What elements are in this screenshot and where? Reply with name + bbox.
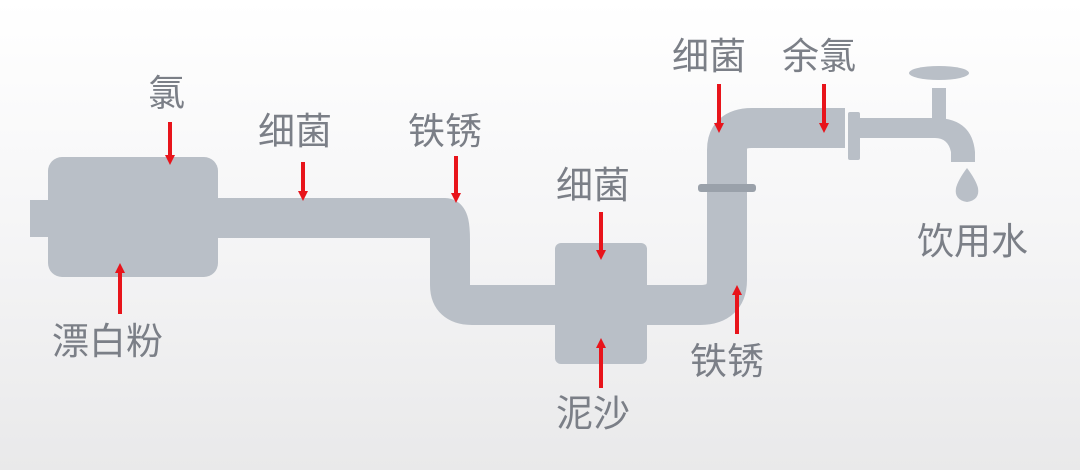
label-bacteria-1: 细菌 — [258, 110, 332, 153]
pipe-joint-ring — [698, 184, 756, 192]
main-pipe — [218, 198, 560, 325]
faucet-icon — [848, 66, 975, 162]
label-rust-2: 铁锈 — [690, 340, 764, 383]
label-drinking-water: 饮用水 — [917, 220, 1028, 263]
water-drop-icon — [955, 168, 979, 202]
label-rust-1: 铁锈 — [408, 110, 482, 153]
riser-pipe — [645, 108, 845, 325]
filter-box — [555, 243, 647, 364]
label-bacteria-3: 细菌 — [672, 35, 746, 78]
label-silt: 泥沙 — [556, 392, 630, 435]
label-bleach-powder: 漂白粉 — [52, 320, 163, 363]
treatment-tank — [48, 157, 218, 277]
label-chlorine: 氯 — [148, 72, 185, 115]
label-residual-chlorine: 余氯 — [782, 35, 856, 78]
label-bacteria-2: 细菌 — [556, 164, 630, 207]
tank-inlet-stub — [30, 200, 50, 237]
